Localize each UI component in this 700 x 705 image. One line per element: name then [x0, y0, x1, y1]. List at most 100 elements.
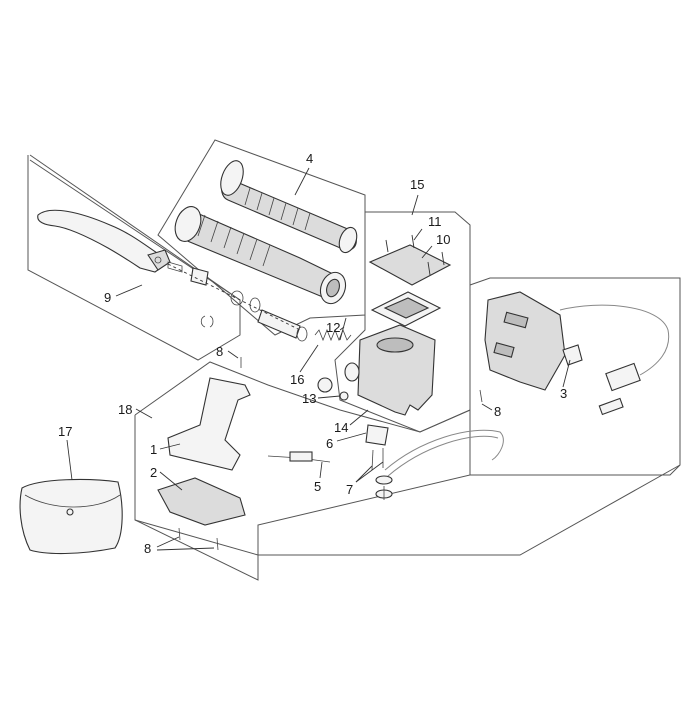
switch-screw-7a: [371, 449, 374, 471]
upper-grip-ribs: [244, 187, 311, 231]
callout-13: 13: [302, 391, 316, 406]
callout-8-right: 8: [494, 404, 501, 419]
callout-8-bottom: 8: [144, 541, 151, 556]
callout-2: 2: [150, 465, 157, 480]
callout-16: 16: [290, 372, 304, 387]
cap-screws: [385, 234, 445, 276]
piston-seal: [296, 326, 308, 342]
wire-connector-2: [598, 397, 624, 416]
leader-6: [336, 432, 367, 442]
bag-button: [66, 508, 74, 516]
return-spring: [314, 328, 352, 342]
switch-wire: [559, 304, 670, 376]
callout-18: 18: [118, 402, 132, 417]
stop-switch-6: [365, 424, 389, 446]
brake-lever-pivot: [147, 249, 171, 271]
handlebar-grips: [174, 160, 358, 305]
lower-panel-outer: [257, 464, 681, 556]
gasket-diaphragm: [383, 297, 430, 319]
lower-grip-end: [174, 206, 202, 242]
callout-8-top: 8: [216, 344, 223, 359]
leader-7b: [355, 461, 384, 483]
reservoir-cap: [368, 244, 452, 286]
leader-4: [294, 167, 310, 196]
lower-panel-frame: [134, 361, 471, 581]
upper-grip-open-end: [338, 226, 358, 254]
screw-8-left: [178, 527, 181, 541]
callout-12: 12: [326, 320, 340, 335]
lever-clip: [200, 315, 214, 328]
leader-3: [562, 359, 571, 388]
assembly-axis: [167, 263, 301, 331]
o-ring-2: [249, 297, 261, 313]
leader-lines: [66, 167, 571, 551]
brake-lever-blade: [37, 209, 166, 273]
cable-barrel: [289, 451, 313, 462]
leader-12: [339, 326, 345, 331]
callout-11: 11: [428, 214, 442, 229]
lower-parts: [157, 357, 504, 551]
master-cylinder: [317, 234, 452, 416]
brake-lever: [37, 209, 214, 328]
brake-hose-inner: [387, 435, 499, 477]
callout-numbers: 4 15 11 10 9 12 16 13 14 6 7 5 3 8 8 1 2…: [58, 151, 567, 556]
switch-button-lower: [493, 342, 515, 358]
lever-pivot-hole: [154, 256, 162, 264]
leader-9: [115, 284, 143, 297]
reservoir-opening: [376, 337, 414, 353]
switch-housing: [479, 291, 670, 416]
screw-8-right: [216, 537, 219, 551]
callout-1: 1: [150, 442, 157, 457]
callout-6: 6: [326, 436, 333, 451]
panel-frames: [27, 139, 681, 581]
leader-2: [159, 471, 183, 491]
lever-adjuster: [167, 261, 183, 273]
lever-cover-1: [167, 377, 251, 471]
cap-screw-4: [441, 251, 445, 266]
lower-panel-left: [134, 519, 259, 556]
protective-bag-17: [19, 478, 123, 555]
wire-connector-1: [605, 362, 641, 392]
cap-screw-2: [411, 234, 415, 249]
brake-hose: [384, 429, 504, 471]
o-ring-1: [230, 290, 244, 306]
piston: [257, 309, 301, 339]
switch-housing-body: [484, 291, 566, 391]
cap-screw-1: [385, 239, 389, 253]
leader-1: [159, 443, 181, 450]
leader-17: [66, 439, 73, 481]
cylinder-internals: [167, 263, 352, 342]
cylinder-body: [357, 324, 436, 416]
cover-13: [317, 377, 333, 393]
cap-screw-3: [427, 261, 431, 276]
callout-7: 7: [346, 482, 353, 497]
leader-5: [319, 461, 323, 479]
leader-11: [413, 228, 423, 241]
leader-16: [299, 344, 319, 373]
leader-8-right: [481, 403, 493, 411]
leader-13: [317, 395, 341, 399]
callout-3: 3: [560, 386, 567, 401]
washer-13: [339, 391, 349, 401]
leader-15: [411, 194, 419, 216]
lower-grip-ribs: [197, 214, 271, 267]
leader-8-top: [227, 350, 239, 359]
lever-cover-2: [157, 477, 246, 526]
callout-14: 14: [334, 420, 348, 435]
callout-5: 5: [314, 479, 321, 494]
leader-8-bottom-b: [156, 547, 215, 551]
callout-10: 10: [436, 232, 450, 247]
callout-9: 9: [104, 290, 111, 305]
switch-screw: [479, 389, 483, 403]
leader-8-bottom-a: [156, 536, 180, 548]
leader-18: [135, 408, 153, 419]
callout-4: 4: [306, 151, 313, 166]
bushing: [190, 267, 209, 286]
leader-10: [421, 245, 433, 259]
switch-button-upper: [503, 311, 529, 329]
leader-7a: [355, 465, 373, 483]
switch-contact: [562, 344, 583, 366]
leader-14: [349, 409, 369, 426]
